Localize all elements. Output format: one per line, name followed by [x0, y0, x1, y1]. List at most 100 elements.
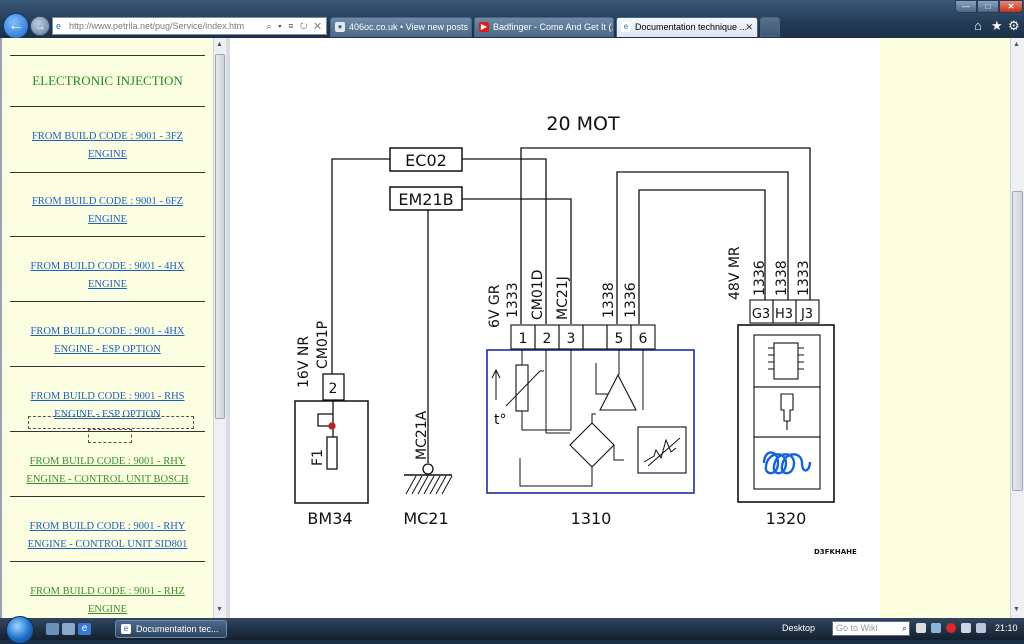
clock[interactable]: 21:10	[995, 623, 1018, 633]
unit-1310-label: 1310	[571, 509, 612, 528]
scroll-thumb[interactable]	[215, 54, 225, 419]
wire-label-1336-b: 1336	[752, 260, 768, 296]
temp-symbol: t°	[494, 412, 507, 428]
scroll-down-icon[interactable]: ▼	[216, 606, 223, 613]
left-nav-frame: ELECTRONIC INJECTION FROM BUILD CODE : 9…	[0, 38, 213, 618]
address-bar[interactable]: e http://www.petrila.net/pug/Service/ind…	[52, 17, 327, 35]
scroll-down-icon[interactable]: ▼	[1013, 606, 1020, 613]
scroll-up-icon[interactable]: ▲	[216, 41, 223, 48]
wire-label-1338-b: 1338	[774, 260, 790, 296]
search-icon[interactable]: ⌕	[901, 623, 907, 633]
wire-label-1333: 1333	[505, 282, 521, 318]
taskbar-item-documentation[interactable]: e Documentation tec...	[115, 620, 227, 638]
minimize-icon: —	[962, 2, 970, 11]
bridge-symbol	[569, 422, 615, 468]
unit-1320-box	[737, 324, 835, 503]
tab-label: Documentation technique ...	[635, 22, 748, 32]
focus-outline	[88, 429, 132, 443]
tray-volume-icon[interactable]	[976, 623, 986, 633]
close-button[interactable]: ✕	[999, 0, 1023, 13]
maximize-button[interactable]: □	[977, 0, 999, 13]
fuse-label: F1	[310, 449, 326, 466]
favorites-star-icon[interactable]: ★	[991, 18, 1003, 33]
wire-mc21j	[462, 198, 572, 324]
separator	[10, 172, 205, 173]
tab-406oc[interactable]: ● 406oc.co.uk • View new posts	[330, 17, 472, 37]
pin-2-label: 2	[543, 331, 552, 347]
mc21-wire-code: MC21A	[414, 410, 430, 460]
page-content: ELECTRONIC INJECTION FROM BUILD CODE : 9…	[0, 38, 1024, 618]
search-placeholder: Go to Wiki	[836, 623, 878, 633]
thermistor-symbol	[515, 364, 529, 412]
tab-youtube[interactable]: ▶ Badfinger - Come And Get It (...	[474, 17, 614, 37]
tray-flag-icon[interactable]	[916, 623, 926, 633]
desktop-search-input[interactable]: Go to Wiki ⌕	[832, 621, 910, 636]
frame-divider[interactable]	[226, 38, 230, 618]
diagram-frame: 20 MOT EC02 EM21B 2 F1 16V NR CM01P	[230, 38, 880, 618]
wire-label-cm01d: CM01D	[530, 270, 546, 320]
tray-network-icon[interactable]	[931, 623, 941, 633]
pin-g3-label: G3	[752, 307, 770, 322]
scroll-thumb[interactable]	[1012, 191, 1023, 491]
amplifier-symbol	[599, 373, 637, 411]
wire-1336	[638, 189, 766, 324]
ground-hatch	[405, 475, 453, 495]
sensor-curve-icon	[643, 437, 681, 467]
switch-windows-icon[interactable]	[62, 623, 75, 635]
main-scrollbar[interactable]: ▲ ▼	[1010, 38, 1024, 618]
section-heading: ELECTRONIC INJECTION	[32, 73, 183, 88]
pin-6-label: 6	[639, 331, 648, 347]
scroll-up-icon[interactable]: ▲	[1013, 41, 1020, 48]
sensor-element-box	[637, 426, 687, 474]
tray-wifi-icon[interactable]	[961, 623, 971, 633]
tab-label: Badfinger - Come And Get It (...	[493, 22, 614, 32]
injector-icon	[780, 393, 794, 430]
focus-outline	[28, 416, 194, 429]
address-tools[interactable]: ⌕ ▾ ≡ ↻ ✕	[266, 21, 323, 31]
back-button[interactable]: ←	[3, 13, 29, 39]
separator	[10, 55, 205, 56]
left-scrollbar[interactable]: ▲ ▼	[213, 38, 226, 618]
bm34-wire-color: 16V NR	[296, 336, 312, 388]
tab-close-button[interactable]: ✕	[745, 22, 753, 32]
start-button[interactable]	[6, 616, 34, 644]
chip-icon	[773, 342, 799, 380]
minimize-button[interactable]: —	[955, 0, 977, 13]
tray-antivirus-icon[interactable]	[946, 623, 956, 633]
gear-icon[interactable]: ⚙	[1008, 18, 1020, 33]
show-desktop-icon[interactable]	[46, 623, 59, 635]
desktop-toolbar-label[interactable]: Desktop	[782, 623, 816, 633]
diagram-title: 20 MOT	[546, 113, 620, 135]
favicon-icon: ●	[335, 22, 345, 32]
browser-chrome: ← → e http://www.petrila.net/pug/Service…	[0, 0, 1024, 39]
new-tab-button[interactable]	[760, 17, 780, 37]
diagram-reference: D3FKHAHE	[814, 548, 857, 556]
youtube-icon: ▶	[479, 22, 489, 32]
mc21-label: MC21	[403, 509, 448, 528]
taskbar: e e Documentation tec... Desktop Go to W…	[0, 616, 1024, 644]
bm34-label: BM34	[307, 509, 352, 528]
pin-5-label: 5	[615, 331, 624, 347]
home-icon[interactable]: ⌂	[974, 18, 982, 33]
amplifier-wiring	[595, 349, 644, 410]
fuse-symbol	[326, 436, 338, 470]
tab-documentation[interactable]: e Documentation technique ... ✕	[616, 17, 758, 37]
separator	[10, 236, 205, 237]
forward-button[interactable]: →	[30, 16, 50, 36]
ground-point	[422, 463, 434, 475]
pin-j3-label: J3	[800, 307, 813, 322]
wiring-diagram: 20 MOT EC02 EM21B 2 F1 16V NR CM01P	[294, 113, 857, 556]
junction-dot	[328, 422, 336, 430]
bm34-wire-code: CM01P	[315, 321, 331, 369]
bm34-box	[294, 400, 369, 504]
right-margin	[880, 38, 1010, 618]
ie-launch-icon[interactable]: e	[78, 623, 91, 635]
